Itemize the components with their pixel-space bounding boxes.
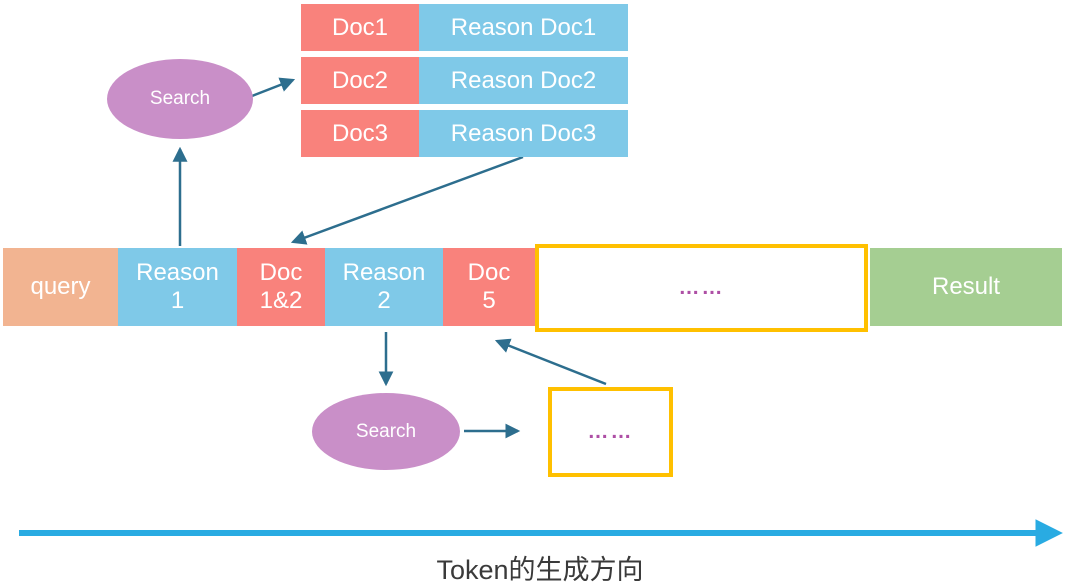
doc2-cell: Doc2	[301, 57, 419, 104]
retrieved-docs-table: Doc1 Reason Doc1 Doc2 Reason Doc2 Doc3 R…	[301, 4, 628, 157]
doc-row-2: Doc2 Reason Doc2	[301, 57, 628, 104]
doc-row-3: Doc3 Reason Doc3	[301, 110, 628, 157]
reason-doc3-cell: Reason Doc3	[419, 110, 628, 157]
doc1-cell: Doc1	[301, 4, 419, 51]
bottom-placeholder-box: ……	[548, 387, 673, 477]
sequence-reason-1: Reason 1	[118, 248, 237, 326]
sequence-reason-2: Reason 2	[325, 248, 443, 326]
search-ellipse-top: Search	[107, 59, 253, 139]
arrow-docs-to-doc12	[290, 155, 524, 245]
token-direction-caption: Token的生成方向	[436, 555, 644, 585]
arrow-placeholder-to-doc5	[494, 338, 607, 386]
sequence-result: Result	[870, 248, 1062, 326]
reason-doc1-cell: Reason Doc1	[419, 4, 628, 51]
search-ellipse-bottom: Search	[312, 393, 460, 470]
doc3-cell: Doc3	[301, 110, 419, 157]
doc-row-1: Doc1 Reason Doc1	[301, 4, 628, 51]
sequence-doc-5: Doc 5	[443, 248, 535, 326]
sequence-doc-1-2: Doc 1&2	[237, 248, 325, 326]
sequence-query: query	[3, 248, 118, 326]
sequence-placeholder-box: ……	[535, 244, 868, 332]
reason-doc2-cell: Reason Doc2	[419, 57, 628, 104]
arrow-search-to-docs	[251, 77, 296, 98]
